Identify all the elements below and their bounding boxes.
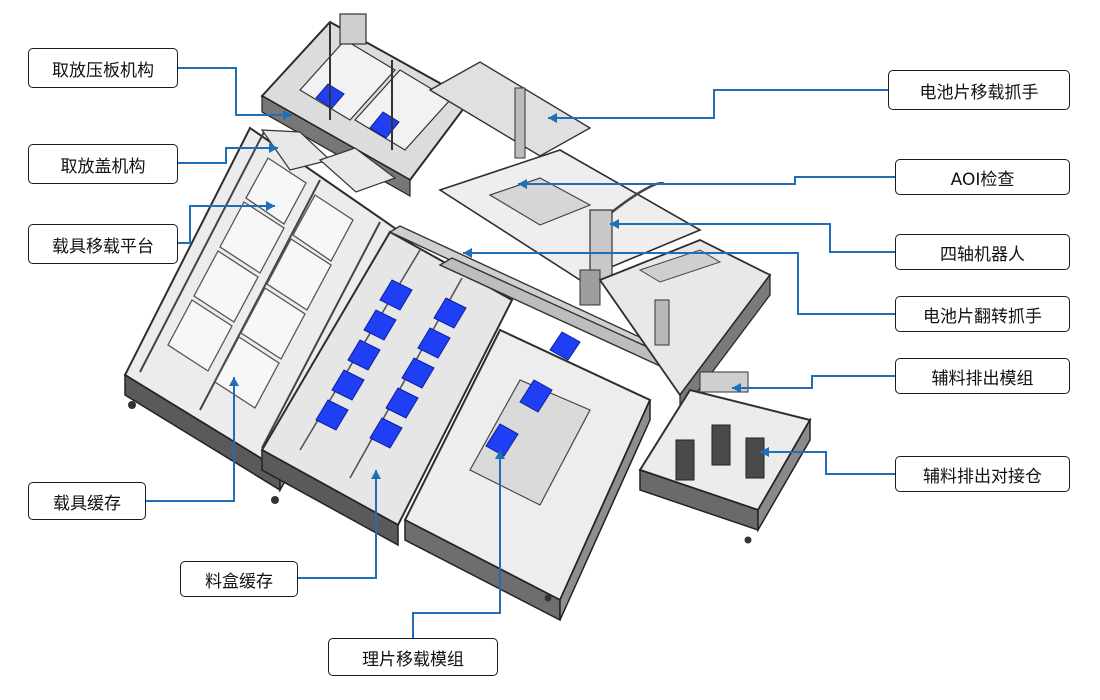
leader-line [732, 375, 895, 389]
carrier-trays [167, 157, 354, 409]
leader-line [760, 451, 895, 475]
label-magazine-buffer: 料盒缓存 [180, 561, 298, 597]
label-aux-discharge-module: 辅料排出模组 [895, 358, 1070, 394]
leader-line [298, 470, 377, 579]
label-lid-mechanism: 取放盖机构 [28, 144, 178, 184]
leader-line [518, 176, 895, 185]
leader-line [463, 252, 895, 315]
leader-line [178, 147, 278, 164]
leader-lines [146, 67, 895, 638]
leader-line [178, 205, 275, 244]
label-sorting-transfer-module: 理片移载模组 [328, 638, 498, 676]
leader-line [610, 223, 895, 253]
label-carrier-transfer-platform: 载具移载平台 [28, 224, 178, 264]
leader-line [146, 377, 235, 502]
label-aoi-inspection: AOI检查 [895, 159, 1070, 195]
aux-discharge-dock [638, 371, 812, 544]
label-aux-discharge-dock: 辅料排出对接仓 [895, 456, 1070, 492]
label-carrier-buffer: 载具缓存 [28, 482, 146, 520]
press-lid-module [260, 13, 472, 198]
leader-arrows [229, 110, 769, 479]
label-cell-transfer-gripper: 电池片移载抓手 [888, 70, 1070, 110]
sorting-transfer-base [403, 328, 652, 622]
label-press-plate-mechanism: 取放压板机构 [28, 48, 178, 88]
leader-line [548, 89, 888, 119]
label-four-axis-robot: 四轴机器人 [895, 234, 1070, 270]
label-cell-flip-gripper: 电池片翻转抓手 [895, 296, 1070, 332]
inspection-robot-area [438, 149, 702, 306]
leader-line [412, 450, 501, 638]
gantry-beams [388, 61, 722, 389]
leader-line [178, 67, 292, 116]
magazine-panels [315, 279, 467, 449]
